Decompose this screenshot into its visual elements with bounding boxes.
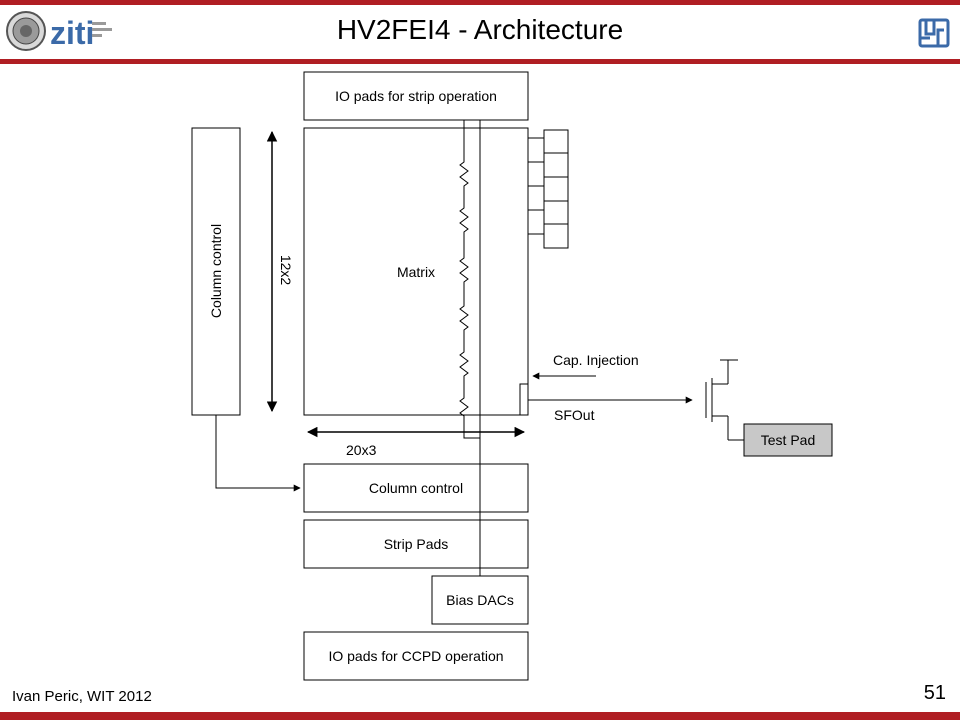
column-control-bottom-box [303, 463, 529, 513]
bottom-accent-bar [0, 712, 960, 720]
column-control-side-label: Column control [208, 224, 224, 318]
sfout-buffer [519, 383, 529, 416]
io-pads-strip-label: IO pads for strip operation [335, 88, 497, 104]
strip-pad-stack [528, 129, 569, 249]
column-control-link-arrow [215, 415, 301, 492]
university-seal-icon [6, 11, 46, 51]
strip-pads-box [303, 519, 529, 569]
cap-injection-label: Cap. Injection [553, 352, 639, 368]
io-pads-ccpd-label: IO pads for CCPD operation [328, 648, 503, 664]
bias-dacs-label: Bias DACs [446, 592, 514, 608]
svg-text:ziti: ziti [50, 15, 94, 51]
bias-dacs-box [431, 575, 529, 625]
matrix-label: Matrix [397, 264, 435, 280]
cols-dimension-label: 20x3 [346, 442, 377, 458]
top-accent-bar [0, 0, 960, 5]
test-pad-label: Test Pad [761, 432, 815, 448]
rows-dimension-label: 12x2 [278, 255, 294, 286]
column-control-bottom-label: Column control [369, 480, 463, 496]
footer-author: Ivan Peric, WIT 2012 [12, 688, 152, 705]
strip-pads-label: Strip Pads [384, 536, 449, 552]
chip-logo-icon [918, 18, 950, 48]
ziti-logo: ziti [50, 15, 112, 51]
slide-number: 51 [923, 682, 946, 704]
io-pads-strip-box [303, 71, 529, 121]
transistor-icon [705, 359, 744, 441]
test-pad-box [743, 423, 833, 457]
column-control-side-box [191, 127, 241, 416]
header-divider [0, 59, 960, 64]
io-pads-ccpd-box [303, 631, 529, 681]
resistor-chain [459, 120, 480, 439]
sfout-label: SFOut [554, 407, 595, 423]
matrix-box [303, 127, 529, 416]
slide-title: HV2FEI4 - Architecture [336, 14, 624, 45]
